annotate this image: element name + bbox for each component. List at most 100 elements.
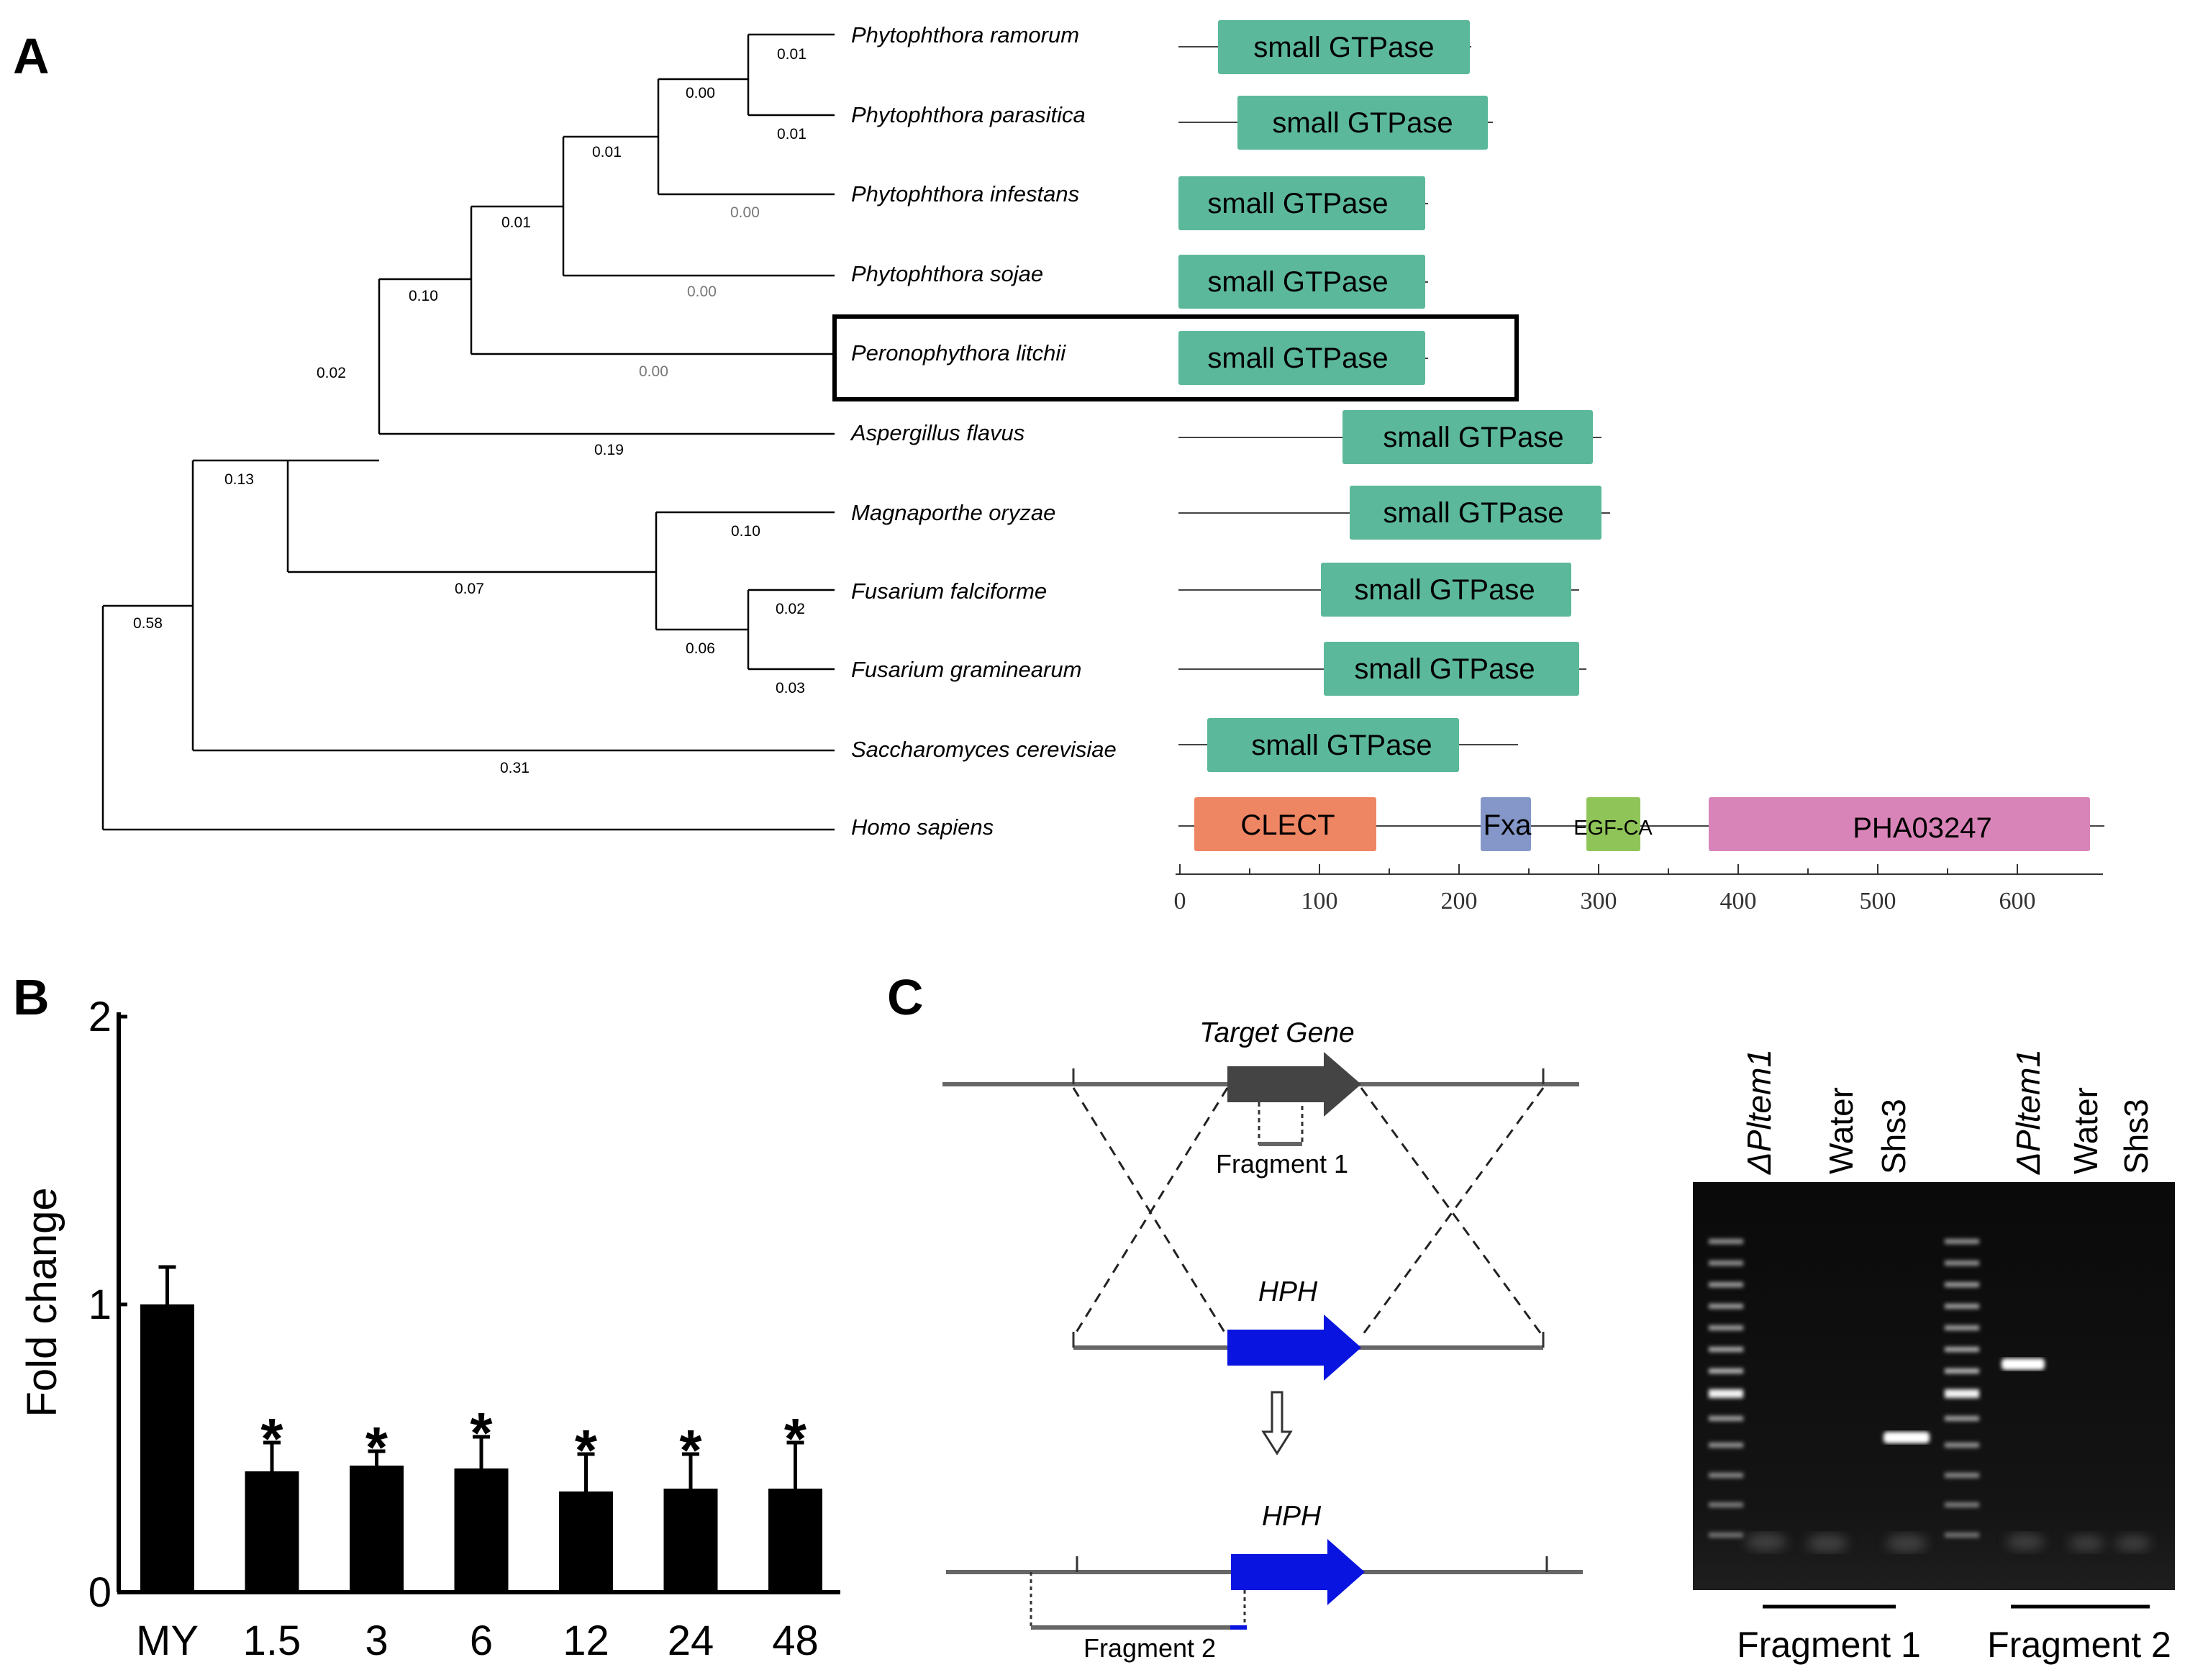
gel-band-fragment1 — [1884, 1432, 1930, 1443]
target-gene-label: Target Gene — [1199, 1017, 1354, 1048]
lane-label: Shs3 — [1875, 1099, 1912, 1174]
significance-marker: * — [260, 1407, 283, 1471]
svg-text:small GTPase: small GTPase — [1272, 107, 1453, 139]
small-gtpase-domain: small GTPase — [1237, 96, 1488, 150]
highlight-box — [832, 314, 1519, 401]
bar — [350, 1466, 404, 1592]
axis-tick-label: 400 — [1720, 888, 1757, 914]
branch-label: 0.10 — [409, 288, 438, 304]
egf-ca-domain: EGF-CA — [1573, 797, 1653, 851]
branch-label: 0.00 — [639, 363, 668, 380]
branch-label: 0.07 — [455, 581, 484, 597]
y-axis-title: Fold change — [19, 1187, 65, 1417]
taxon-label: Magnaporthe oryzae — [851, 500, 1055, 525]
clect-domain: CLECT — [1194, 797, 1376, 851]
taxon-label: Saccharomyces cerevisiae — [851, 737, 1117, 762]
taxon-label: Fusarium graminearum — [851, 657, 1081, 682]
svg-text:small GTPase: small GTPase — [1383, 422, 1563, 453]
branch-label: 0.00 — [687, 283, 717, 300]
lane-label: ΔPltem1 — [1740, 1049, 1778, 1175]
small-gtpase-domain: small GTPase — [1178, 255, 1425, 309]
taxon-label: Phytophthora sojae — [851, 261, 1043, 286]
pha03247-domain: PHA03247 — [1709, 797, 2090, 851]
gel-band-fragment2 — [2002, 1358, 2045, 1370]
significance-marker: * — [470, 1401, 493, 1465]
panel-label-a: A — [13, 28, 50, 84]
hph-label-integrated: HPH — [1262, 1501, 1322, 1532]
small-gtpase-domain: small GTPase — [1207, 718, 1459, 772]
taxon-label: Peronophythora litchii — [851, 340, 1066, 365]
axis-tick-label: 500 — [1860, 888, 1896, 914]
branch-label: 0.02 — [776, 601, 805, 617]
fragment2-label: Fragment 2 — [1083, 1633, 1216, 1663]
small-gtpase-domain: small GTPase — [1178, 176, 1425, 230]
lane-label: Shs3 — [2117, 1099, 2155, 1174]
axis-tick-label: 200 — [1441, 888, 1478, 914]
svg-text:small GTPase: small GTPase — [1354, 653, 1535, 685]
svg-text:small GTPase: small GTPase — [1207, 188, 1388, 219]
svg-text:Fxa: Fxa — [1484, 809, 1532, 841]
taxon-label: Fusarium falciforme — [851, 578, 1047, 604]
fxa-domain: Fxa — [1481, 797, 1532, 851]
small-gtpase-domain: small GTPase — [1324, 642, 1579, 696]
gel-image — [1693, 1182, 2175, 1590]
panel-label-b: B — [13, 969, 50, 1025]
branch-label: 0.01 — [777, 46, 807, 63]
bar — [768, 1489, 822, 1592]
axis-tick-label: 0 — [1174, 888, 1186, 914]
taxon-label: Phytophthora parasitica — [851, 102, 1086, 127]
svg-text:small GTPase: small GTPase — [1383, 497, 1563, 529]
svg-text:small GTPase: small GTPase — [1251, 730, 1432, 761]
panel-label-c: C — [887, 969, 924, 1025]
branch-label: 0.02 — [317, 365, 346, 381]
taxon-label: Phytophthora infestans — [851, 181, 1079, 206]
primer-dimer-smear — [1746, 1533, 2150, 1552]
significance-marker: * — [784, 1407, 807, 1471]
svg-text:EGF-CA: EGF-CA — [1573, 817, 1653, 840]
small-gtpase-domain: small GTPase — [1178, 331, 1425, 385]
target-gene-arrow — [1227, 1052, 1361, 1117]
axis-tick-label: 600 — [1999, 888, 2036, 914]
ladder-lane-1 — [1709, 1239, 1743, 1538]
significance-marker: * — [365, 1415, 389, 1479]
branch-label: 0.10 — [731, 523, 760, 540]
lane-label: Water — [1822, 1087, 1860, 1174]
y-tick-label: 1 — [88, 1281, 112, 1328]
bar — [140, 1304, 194, 1592]
svg-text:small GTPase: small GTPase — [1354, 574, 1535, 606]
small-gtpase-domain: small GTPase — [1218, 20, 1470, 74]
branch-label: 0.06 — [686, 640, 715, 657]
x-tick-label: 48 — [772, 1617, 819, 1664]
branch-label: 0.31 — [500, 760, 530, 776]
gel-group-label-fragment1: Fragment 1 — [1737, 1625, 1921, 1665]
significance-marker: * — [679, 1418, 702, 1482]
branch-label: 0.01 — [592, 144, 622, 160]
y-tick-label: 0 — [88, 1569, 112, 1616]
small-gtpase-domain: small GTPase — [1321, 563, 1571, 617]
small-gtpase-domain: small GTPase — [1350, 486, 1601, 540]
small-gtpase-domain: small GTPase — [1342, 410, 1593, 464]
branch-label: 0.03 — [776, 680, 805, 696]
svg-text:small GTPase: small GTPase — [1253, 32, 1434, 63]
branch-label: 0.19 — [594, 442, 624, 458]
lane-label: Water — [2067, 1087, 2104, 1174]
x-tick-label: 1.5 — [243, 1617, 301, 1664]
svg-text:CLECT: CLECT — [1240, 809, 1335, 841]
hph-arrow — [1227, 1315, 1361, 1381]
bar — [245, 1471, 299, 1592]
branch-label: 0.01 — [501, 214, 531, 231]
x-tick-label: 24 — [668, 1617, 714, 1664]
bar — [454, 1468, 509, 1592]
svg-text:small GTPase: small GTPase — [1207, 342, 1388, 374]
ladder-lane-2 — [1945, 1239, 1979, 1538]
branch-label: 0.13 — [224, 471, 254, 488]
bar — [663, 1489, 718, 1592]
significance-marker: * — [575, 1418, 598, 1482]
taxon-label: Homo sapiens — [851, 814, 994, 840]
branch-label: 0.00 — [686, 85, 715, 101]
down-arrow-icon — [1261, 1391, 1293, 1456]
bar — [559, 1491, 613, 1592]
phylogenetic-tree — [101, 33, 835, 831]
